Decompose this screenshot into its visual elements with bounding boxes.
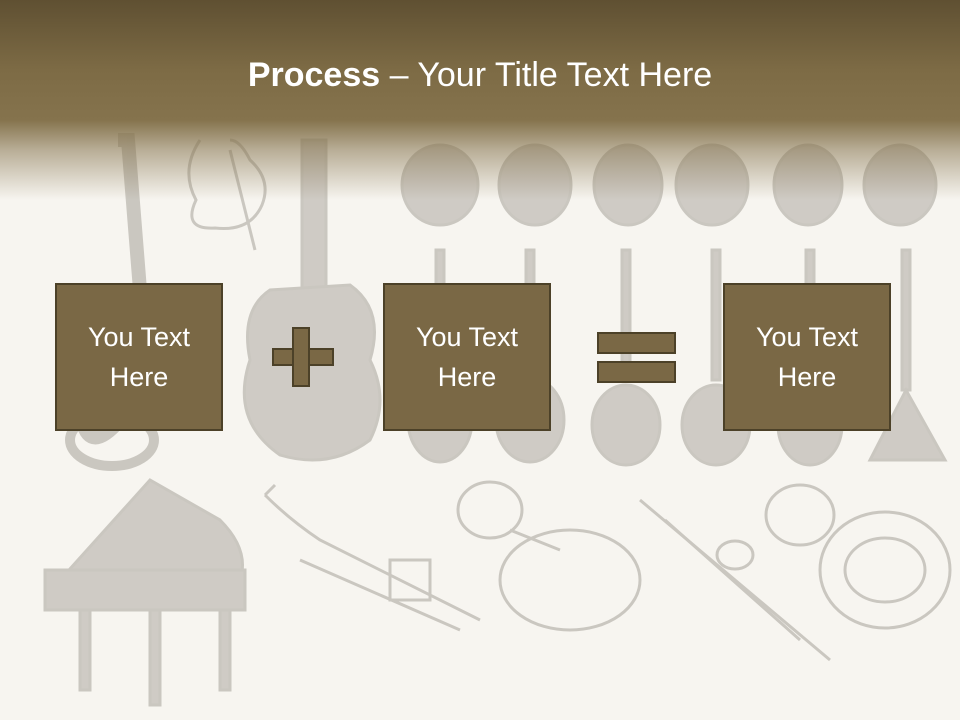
process-box-3-text: You Text Here <box>737 317 877 397</box>
process-box-2-line1: You Text <box>415 322 519 352</box>
title-rest: – Your Title Text Here <box>380 56 713 94</box>
process-box-1[interactable]: You Text Here <box>55 283 223 431</box>
process-box-1-line1: You Text <box>87 322 191 352</box>
trombone-icon <box>639 498 831 662</box>
process-box-2-text: You Text Here <box>397 317 537 397</box>
process-box-3[interactable]: You Text Here <box>723 283 891 431</box>
title-bold: Process <box>247 56 381 94</box>
process-box-1-text: You Text Here <box>69 317 209 397</box>
process-box-2[interactable]: You Text Here <box>383 283 551 431</box>
title-bar <box>0 0 960 200</box>
process-box-2-line2: Here <box>437 362 497 392</box>
tuba-icon <box>456 480 642 632</box>
grand-piano-icon <box>43 478 247 707</box>
slide-title: Process – Your Title Text Here <box>0 52 960 98</box>
french-horn-icon <box>764 483 952 630</box>
process-box-1-line2: Here <box>109 362 169 392</box>
trumpet-icon <box>263 483 481 632</box>
process-box-3-line2: Here <box>777 362 837 392</box>
process-box-3-line1: You Text <box>755 322 859 352</box>
